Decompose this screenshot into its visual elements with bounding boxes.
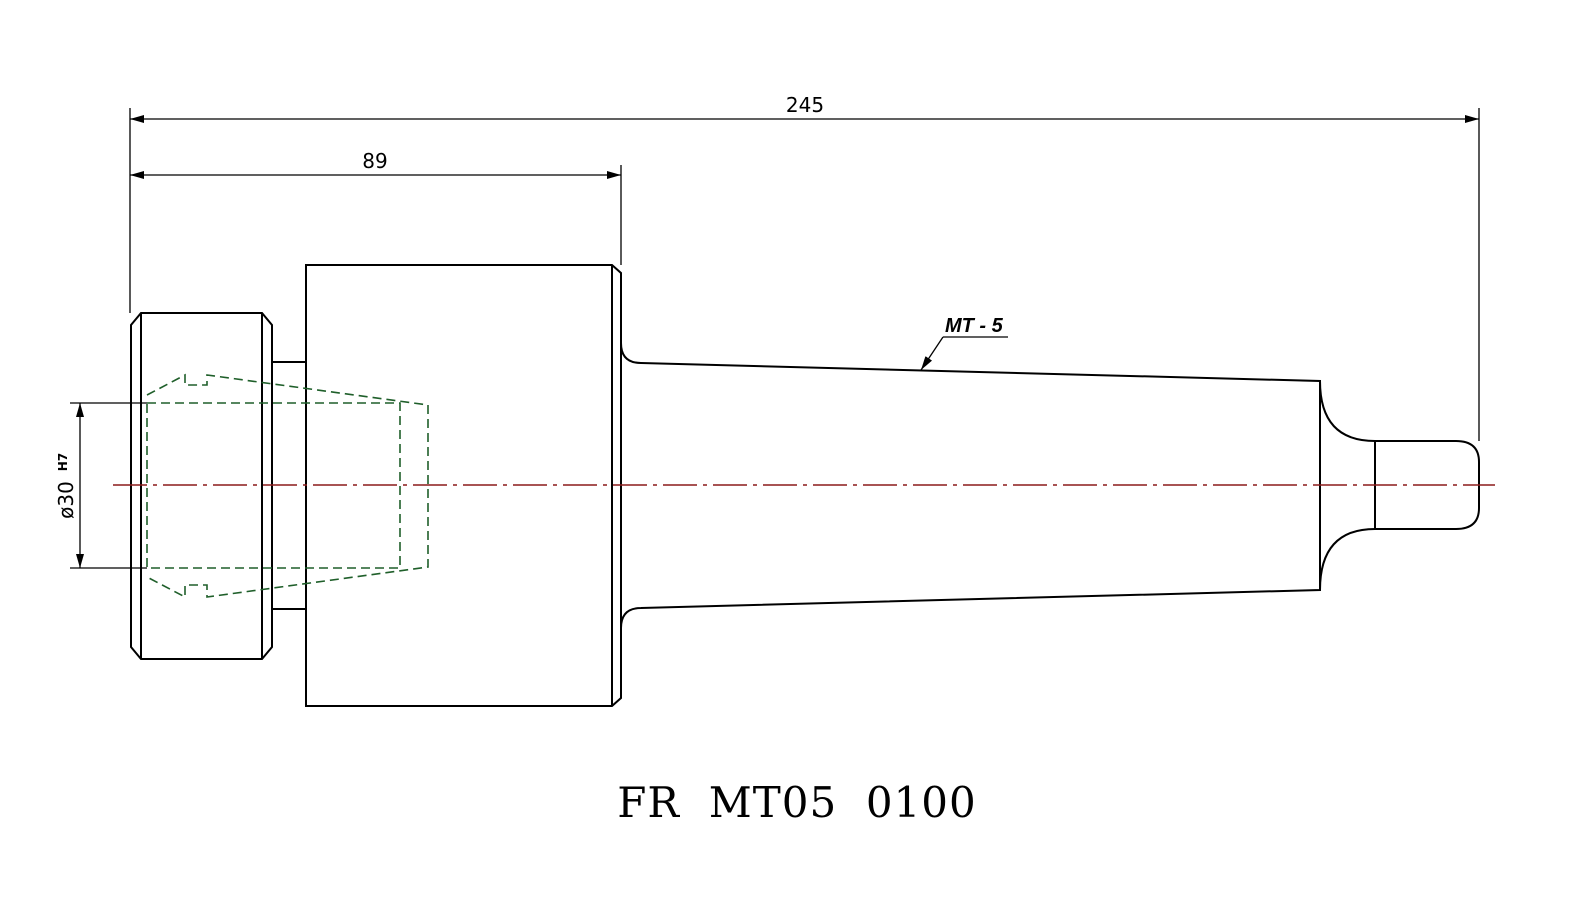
dimension-bore: ø30 H7 — [54, 402, 147, 569]
body-length-value: 89 — [362, 149, 387, 173]
collet-outer-hidden — [146, 373, 429, 599]
taper-leader-line — [920, 336, 944, 371]
overall-length-value: 245 — [786, 93, 824, 117]
part-outline — [130, 264, 1480, 707]
tang-lower-radius — [1319, 528, 1376, 591]
bore-diameter-value: ø30 — [54, 481, 78, 519]
dimension-overall: 245 — [129, 93, 1480, 441]
dimension-body: 89 — [130, 149, 622, 265]
tang-upper-radius — [1319, 380, 1376, 442]
bore-hidden — [146, 402, 401, 569]
bore-tolerance-value: H7 — [56, 453, 70, 471]
taper-callout: MT - 5 — [920, 315, 1008, 371]
front-collar — [130, 312, 273, 660]
taper-label: MT - 5 — [945, 315, 1004, 337]
part-number: FR MT05 0100 — [617, 778, 977, 827]
tang — [1374, 440, 1480, 530]
hidden-bore — [146, 373, 429, 599]
